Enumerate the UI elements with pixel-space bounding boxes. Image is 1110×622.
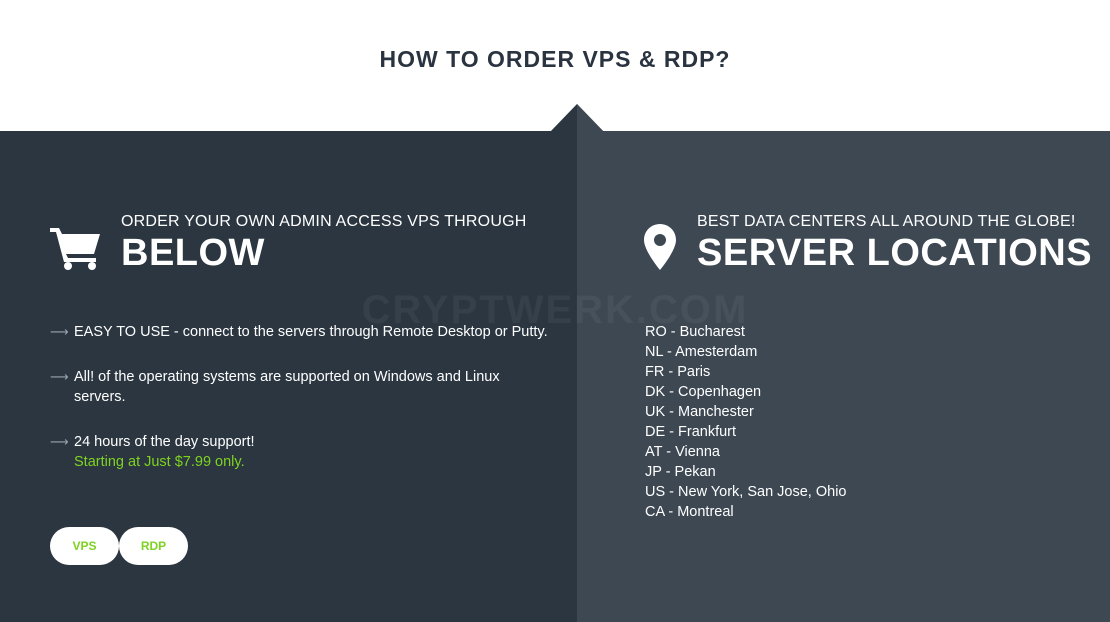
arrow-right-icon: ⟶	[50, 434, 69, 449]
order-heading: BELOW	[121, 232, 265, 274]
locations-panel	[577, 131, 1110, 622]
feature-text: EASY TO USE - connect to the servers thr…	[74, 324, 548, 340]
location-item: DE - Frankfurt	[645, 424, 737, 440]
arrow-right-icon: ⟶	[50, 369, 69, 384]
locations-heading: SERVER LOCATIONS	[697, 232, 1093, 274]
feature-text: 24 hours of the day support!	[74, 434, 255, 450]
location-item: JP - Pekan	[645, 464, 716, 480]
location-list: RO - Bucharest NL - Amesterdam FR - Pari…	[645, 322, 847, 522]
location-item: FR - Paris	[645, 364, 711, 380]
page-title: HOW TO ORDER VPS & RDP?	[379, 46, 731, 72]
location-item: AT - Vienna	[645, 444, 720, 460]
location-item: RO - Bucharest	[645, 324, 745, 340]
feature-list: ⟶ EASY TO USE - connect to the servers t…	[50, 322, 550, 497]
location-item: UK - Manchester	[645, 404, 754, 420]
location-item: US - New York, San Jose, Ohio	[645, 484, 847, 500]
watermark: CRYPTWERK.COM	[361, 288, 749, 332]
shopping-cart-icon	[50, 228, 100, 270]
vps-button[interactable]: VPS	[50, 527, 119, 565]
map-pin-icon	[644, 224, 676, 270]
location-item: NL - Amesterdam	[645, 344, 758, 360]
locations-eyebrow: BEST DATA CENTERS ALL AROUND THE GLOBE!	[697, 213, 1076, 230]
feature-item: ⟶ 24 hours of the day support! Starting …	[50, 432, 550, 472]
section-pointer-shade	[577, 104, 604, 132]
location-item: CA - Montreal	[645, 504, 734, 520]
location-item: DK - Copenhagen	[645, 384, 762, 400]
rdp-button[interactable]: RDP	[119, 527, 188, 565]
arrow-right-icon: ⟶	[50, 324, 69, 339]
order-eyebrow: ORDER YOUR OWN ADMIN ACCESS VPS THROUGH	[121, 213, 527, 230]
feature-item: ⟶ All! of the operating systems are supp…	[50, 367, 550, 407]
price-highlight: Starting at Just $7.99 only.	[74, 454, 245, 470]
feature-text: All! of the operating systems are suppor…	[74, 369, 500, 405]
feature-item: ⟶ EASY TO USE - connect to the servers t…	[50, 322, 550, 342]
